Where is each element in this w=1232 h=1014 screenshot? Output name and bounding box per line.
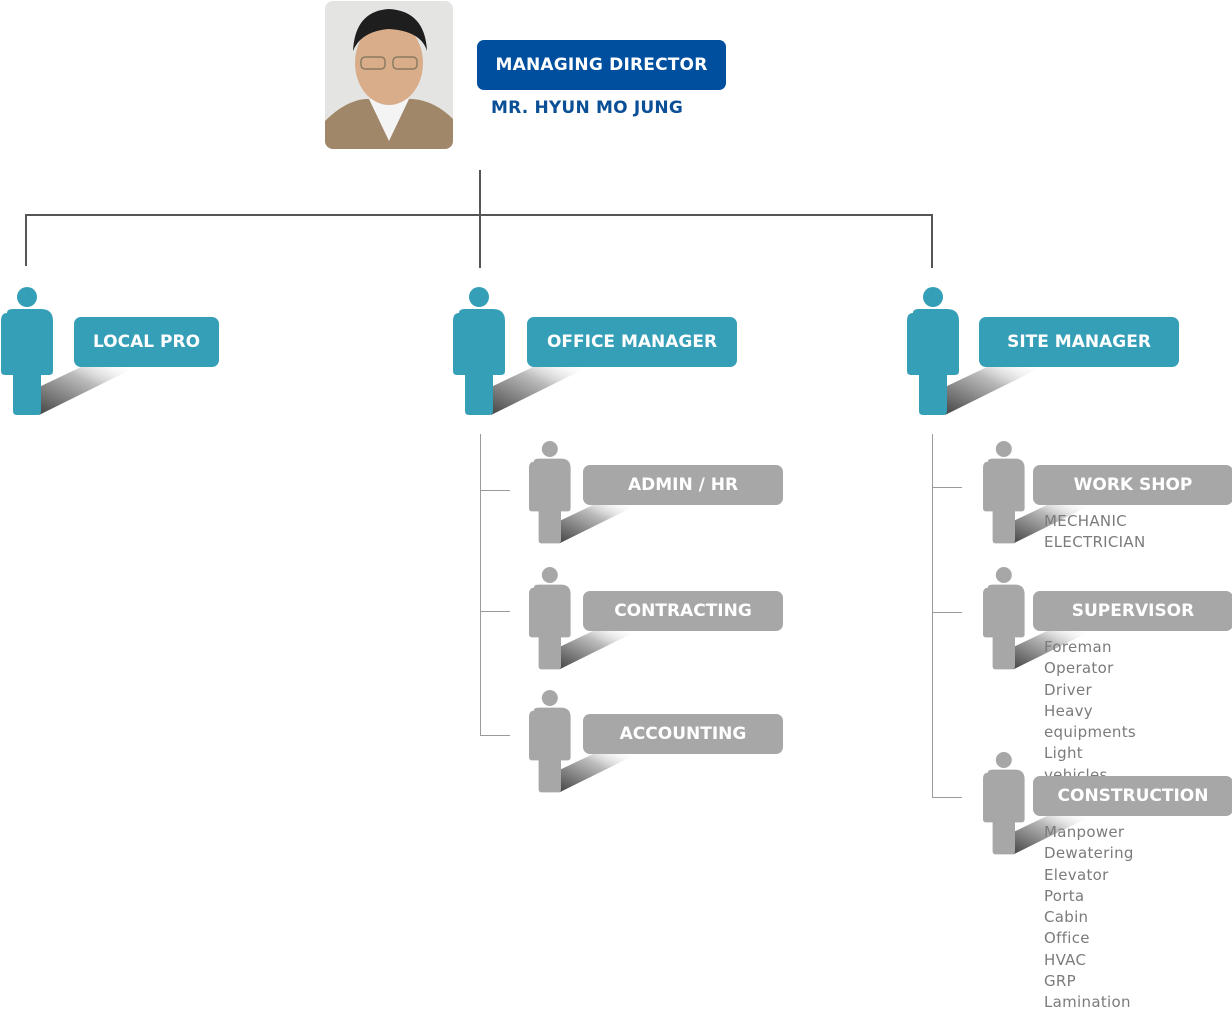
connector-line — [931, 214, 933, 268]
person-icon — [529, 690, 637, 793]
person-icon — [983, 752, 1091, 855]
role-badge[interactable]: CONTRACTING — [583, 591, 783, 631]
person-icon — [1, 287, 136, 415]
node-work-shop[interactable]: WORK SHOP MECHANIC ELECTRICIAN — [983, 441, 1232, 551]
sub-role-item: HVAC — [1044, 950, 1087, 969]
node-accounting[interactable]: ACCOUNTING — [529, 690, 783, 798]
sub-role-item: Operator — [1044, 659, 1114, 678]
connector-line — [932, 434, 933, 798]
connector-line — [480, 490, 510, 491]
director-photo — [325, 1, 453, 149]
person-icon — [983, 441, 1091, 544]
role-badge[interactable]: WORK SHOP — [1033, 465, 1232, 505]
sub-role-item: Driver — [1044, 680, 1092, 699]
connector-line — [480, 611, 510, 612]
sub-role-item: MECHANIC — [1044, 512, 1127, 530]
sub-role-item: Heavy equipments — [1044, 701, 1136, 742]
sub-role-item: GRP Lamination — [1044, 972, 1131, 1012]
role-badge[interactable]: CONSTRUCTION — [1033, 776, 1232, 816]
connector-line — [932, 612, 962, 613]
sub-role-item: Elevator — [1044, 865, 1109, 884]
connector-line — [479, 170, 481, 268]
connector-line — [480, 434, 481, 736]
node-contracting[interactable]: CONTRACTING — [529, 567, 783, 675]
person-icon — [529, 567, 637, 670]
portrait-icon — [325, 1, 453, 149]
node-admin-hr[interactable]: ADMIN / HR — [529, 441, 783, 549]
sub-role-item: Foreman — [1044, 638, 1112, 656]
person-icon — [529, 441, 637, 544]
role-badge[interactable]: ADMIN / HR — [583, 465, 783, 505]
role-badge[interactable]: LOCAL PRO — [74, 317, 219, 367]
sub-role-item: ELECTRICIAN — [1044, 533, 1146, 552]
connector-line — [932, 797, 962, 798]
role-badge[interactable]: SUPERVISOR — [1033, 591, 1232, 631]
managing-director-badge: MANAGING DIRECTOR — [477, 40, 726, 90]
person-icon — [453, 287, 588, 415]
role-badge[interactable]: SITE MANAGER — [979, 317, 1179, 367]
sub-role-item: Dewatering — [1044, 844, 1134, 863]
sub-role-list: MECHANIC ELECTRICIAN — [1044, 511, 1145, 554]
sub-role-item: Manpower — [1044, 823, 1125, 841]
connector-line — [25, 214, 933, 216]
person-icon — [907, 287, 1042, 415]
connector-line — [25, 214, 27, 266]
person-icon — [983, 567, 1091, 670]
sub-role-item: Porta Cabin Office — [1044, 886, 1090, 948]
role-badge[interactable]: OFFICE MANAGER — [527, 317, 737, 367]
connector-line — [932, 487, 962, 488]
connector-line — [480, 735, 510, 736]
role-badge[interactable]: ACCOUNTING — [583, 714, 783, 754]
director-name: MR. HYUN MO JUNG — [491, 98, 683, 118]
